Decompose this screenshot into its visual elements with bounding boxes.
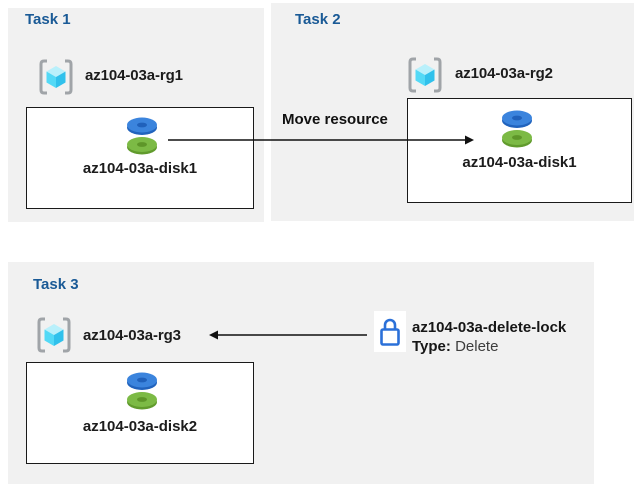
resource-group-icon: [33, 314, 75, 356]
task3-resource-group-label: az104-03a-rg3: [83, 327, 181, 344]
task1-disk-label: az104-03a-disk1: [82, 160, 198, 177]
task1-title: Task 1: [25, 11, 71, 28]
lock-type-key: Type:: [412, 338, 451, 355]
task3-title: Task 3: [33, 276, 79, 293]
resource-group-icon: [35, 56, 77, 98]
disk-icon: [120, 370, 164, 412]
delete-lock-arrow: [209, 328, 367, 342]
task1-resource-group-label: az104-03a-rg1: [85, 67, 183, 84]
disk-icon: [495, 108, 539, 150]
lock-type-label: Type: Delete: [412, 338, 498, 355]
task2-title: Task 2: [295, 11, 341, 28]
lock-name-label: az104-03a-delete-lock: [412, 319, 567, 336]
task3-disk-label: az104-03a-disk2: [82, 418, 198, 435]
task1-resource-box: [26, 107, 254, 209]
task2-resource-group-label: az104-03a-rg2: [455, 65, 553, 82]
disk-icon: [120, 115, 164, 157]
move-resource-arrow: [168, 133, 474, 147]
lock-icon: [374, 311, 406, 352]
task2-disk-label: az104-03a-disk1: [462, 154, 577, 171]
move-resource-label: Move resource: [282, 111, 388, 128]
resource-group-icon: [404, 54, 446, 96]
lock-type-value: Delete: [455, 338, 499, 355]
